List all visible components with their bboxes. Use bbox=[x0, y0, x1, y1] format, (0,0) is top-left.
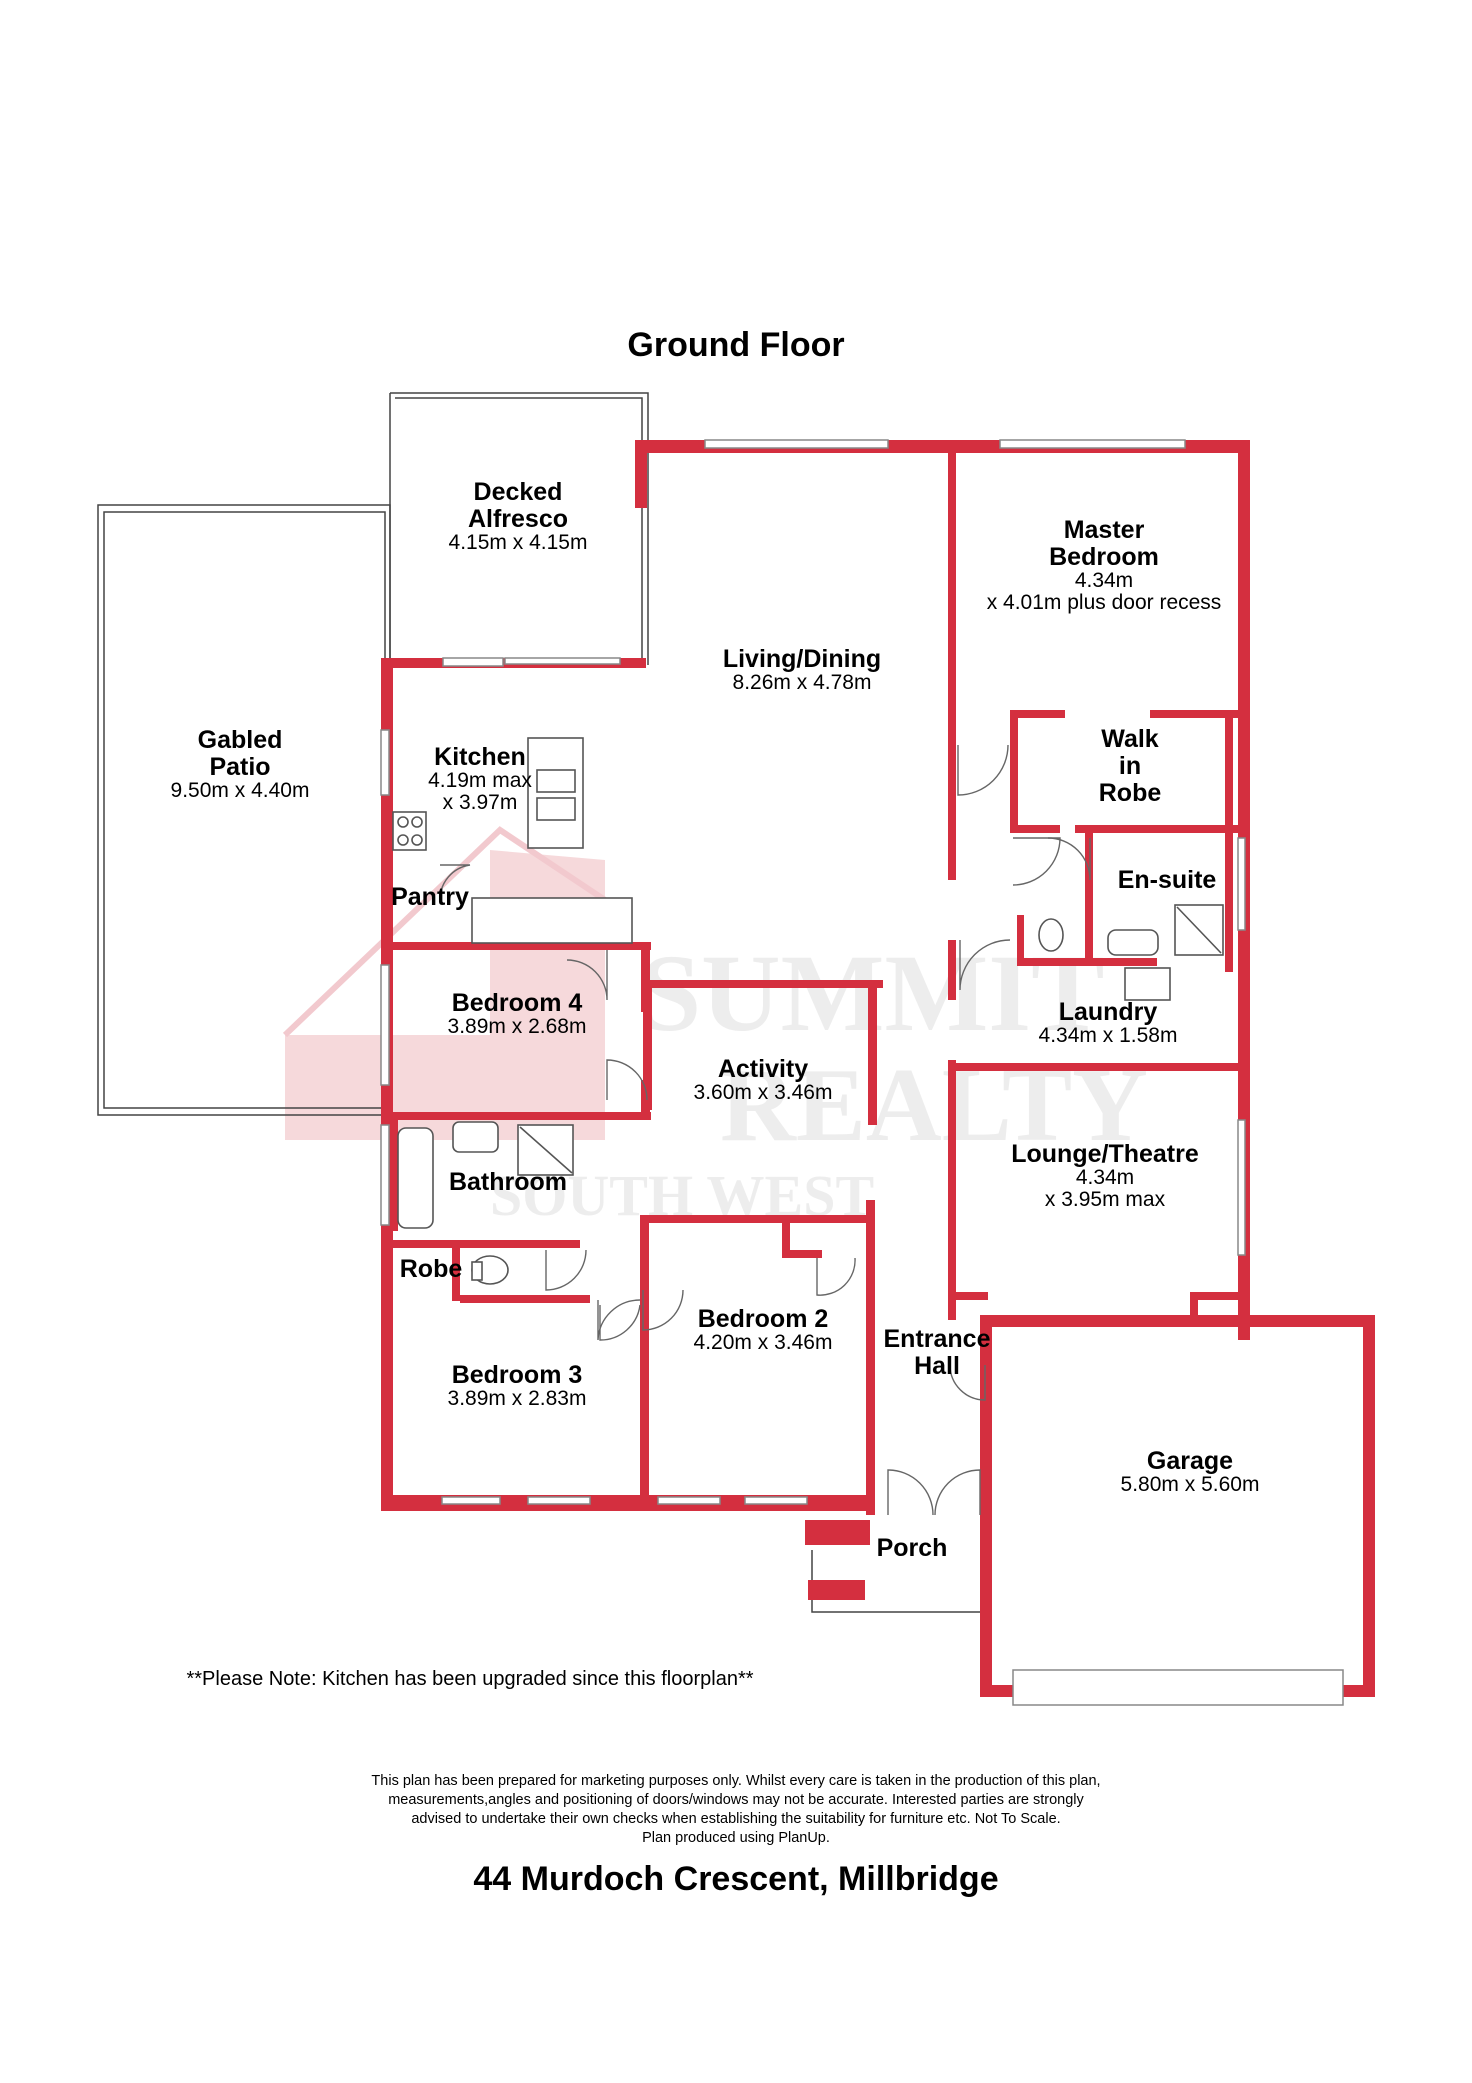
room-dimensions: 9.50m x 4.40m bbox=[171, 779, 310, 802]
room-dimensions: 3.60m x 3.46m bbox=[694, 1081, 833, 1104]
room-name: Garage bbox=[1147, 1447, 1233, 1475]
door-swings bbox=[439, 744, 1091, 1516]
room-dimensions: x 4.01m plus door recess bbox=[987, 591, 1222, 614]
bathtub-icon bbox=[397, 1127, 434, 1229]
fixtures bbox=[392, 737, 1224, 1285]
room-name: Bedroom 3 bbox=[452, 1361, 583, 1389]
room-name: Decked bbox=[474, 478, 563, 506]
room-dimensions: x 3.95m max bbox=[1045, 1188, 1166, 1211]
room-label: En-suite bbox=[1118, 866, 1217, 894]
watermark-logo: SUMMIT REALTY SOUTH WEST bbox=[282, 826, 1148, 1228]
room-name: in bbox=[1119, 752, 1141, 780]
room-label: Robe bbox=[400, 1255, 463, 1283]
windows bbox=[380, 439, 1344, 1706]
room-name: Robe bbox=[400, 1255, 463, 1283]
disclaimer-line: This plan has been prepared for marketin… bbox=[371, 1773, 1100, 1789]
room-dimensions: 8.26m x 4.78m bbox=[733, 671, 872, 694]
upgrade-note: **Please Note: Kitchen has been upgraded… bbox=[186, 1668, 753, 1690]
room-name: Kitchen bbox=[434, 743, 526, 771]
laundry-tub-icon bbox=[1124, 967, 1171, 1001]
room-name: Bedroom 2 bbox=[698, 1305, 829, 1333]
bench-icon bbox=[471, 897, 633, 944]
room-name: Laundry bbox=[1059, 998, 1158, 1026]
room-name: Bedroom bbox=[1049, 543, 1159, 571]
room-name: Alfresco bbox=[468, 505, 568, 533]
room-dimensions: 4.19m max bbox=[428, 769, 532, 792]
room-dimensions: x 3.97m bbox=[443, 791, 518, 814]
room-name: Activity bbox=[718, 1055, 808, 1083]
ensuite-toilet-icon bbox=[1038, 918, 1064, 952]
room-name: Robe bbox=[1099, 779, 1162, 807]
room-dimensions: 4.34m x 1.58m bbox=[1039, 1024, 1178, 1047]
room-name: Master bbox=[1064, 516, 1145, 544]
room-dimensions: 4.15m x 4.15m bbox=[449, 531, 588, 554]
room-dimensions: 5.80m x 5.60m bbox=[1121, 1473, 1260, 1496]
disclaimer: This plan has been prepared for marketin… bbox=[371, 1773, 1100, 1846]
room-name: Bedroom 4 bbox=[452, 989, 583, 1017]
disclaimer-line: advised to undertake their own checks wh… bbox=[411, 1811, 1060, 1827]
room-name: Patio bbox=[209, 753, 270, 781]
room-name: Hall bbox=[914, 1352, 960, 1380]
room-name: Entrance bbox=[884, 1325, 991, 1353]
room-name: Porch bbox=[877, 1534, 948, 1562]
room-dimensions: 3.89m x 2.68m bbox=[448, 1015, 587, 1038]
basin-icon bbox=[452, 1121, 499, 1153]
room-name: Living/Dining bbox=[723, 645, 881, 673]
kitchen-island-sink-icon bbox=[527, 737, 584, 849]
room-dimensions: 4.34m bbox=[1075, 569, 1133, 592]
room-label: Pantry bbox=[391, 883, 469, 911]
room-dimensions: 4.34m bbox=[1076, 1166, 1134, 1189]
disclaimer-line: measurements,angles and positioning of d… bbox=[388, 1792, 1084, 1808]
room-name: Walk bbox=[1101, 725, 1159, 753]
property-address: 44 Murdoch Crescent, Millbridge bbox=[473, 1860, 998, 1898]
room-label: Porch bbox=[877, 1534, 948, 1562]
room-name: Gabled bbox=[198, 726, 283, 754]
room-name: Bathroom bbox=[449, 1168, 567, 1196]
room-dimensions: 4.20m x 3.46m bbox=[694, 1331, 833, 1354]
room-dimensions: 3.89m x 2.83m bbox=[448, 1387, 587, 1410]
disclaimer-line: Plan produced using PlanUp. bbox=[642, 1830, 830, 1846]
plan-title: Ground Floor bbox=[627, 326, 844, 364]
room-name: Lounge/Theatre bbox=[1011, 1140, 1199, 1168]
room-label: Bathroom bbox=[449, 1168, 567, 1196]
cooktop-icon bbox=[392, 811, 427, 851]
room-name: Pantry bbox=[391, 883, 469, 911]
ensuite-basin-icon bbox=[1107, 929, 1159, 956]
room-name: En-suite bbox=[1118, 866, 1217, 894]
